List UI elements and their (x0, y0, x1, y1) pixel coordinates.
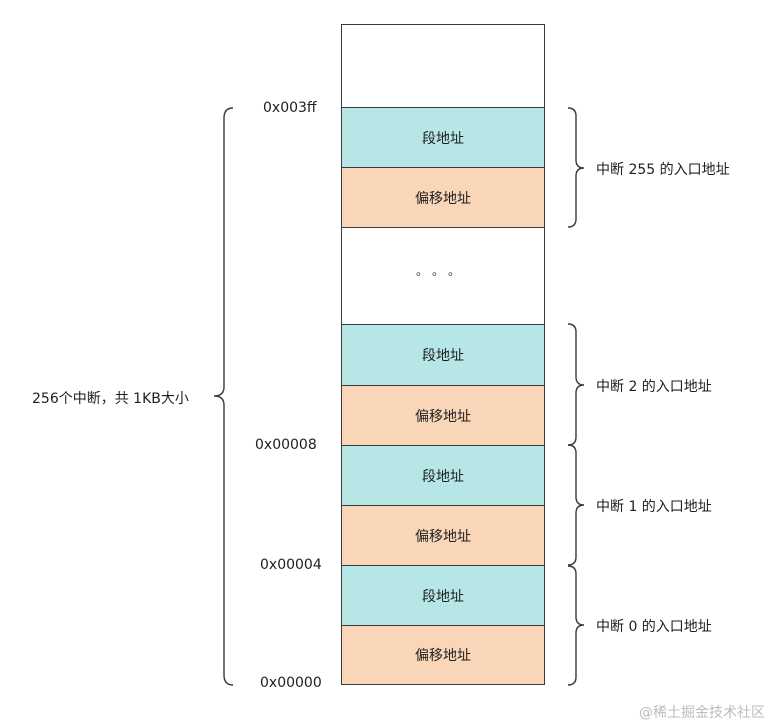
int255-offset-label: 偏移地址 (415, 190, 471, 207)
int1-offset-cell: 偏移地址 (341, 505, 545, 566)
int255-offset-cell: 偏移地址 (341, 167, 545, 228)
brace-int2 (567, 323, 585, 446)
watermark: @稀土掘金技术社区 (639, 705, 765, 721)
int2-offset-label: 偏移地址 (415, 408, 471, 425)
label-int1: 中断 1 的入口地址 (596, 499, 712, 515)
address-0x00000: 0x00000 (260, 675, 322, 691)
int0-offset-cell: 偏移地址 (341, 625, 545, 685)
brace-int0 (567, 565, 585, 686)
address-top: 0x003ff (263, 100, 317, 116)
int255-segment-cell: 段地址 (341, 107, 545, 168)
brace-all (213, 107, 234, 686)
address-0x00008: 0x00008 (255, 437, 317, 453)
total-size-label: 256个中断，共 1KB大小 (32, 391, 189, 407)
int1-segment-cell: 段地址 (341, 445, 545, 506)
ellipsis: 。。。 (415, 264, 470, 278)
int2-offset-cell: 偏移地址 (341, 385, 545, 446)
address-0x00004: 0x00004 (260, 557, 322, 573)
label-int255: 中断 255 的入口地址 (596, 162, 730, 178)
int0-segment-label: 段地址 (422, 588, 464, 605)
brace-int255 (567, 107, 585, 228)
int255-segment-label: 段地址 (422, 130, 464, 147)
brace-int1 (567, 444, 585, 566)
int1-segment-label: 段地址 (422, 468, 464, 485)
label-int2: 中断 2 的入口地址 (596, 379, 712, 395)
int2-segment-cell: 段地址 (341, 324, 545, 386)
label-int0: 中断 0 的入口地址 (596, 619, 712, 635)
int1-offset-label: 偏移地址 (415, 528, 471, 545)
int0-offset-label: 偏移地址 (415, 648, 471, 664)
int0-segment-cell: 段地址 (341, 565, 545, 626)
int2-segment-label: 段地址 (422, 348, 464, 364)
